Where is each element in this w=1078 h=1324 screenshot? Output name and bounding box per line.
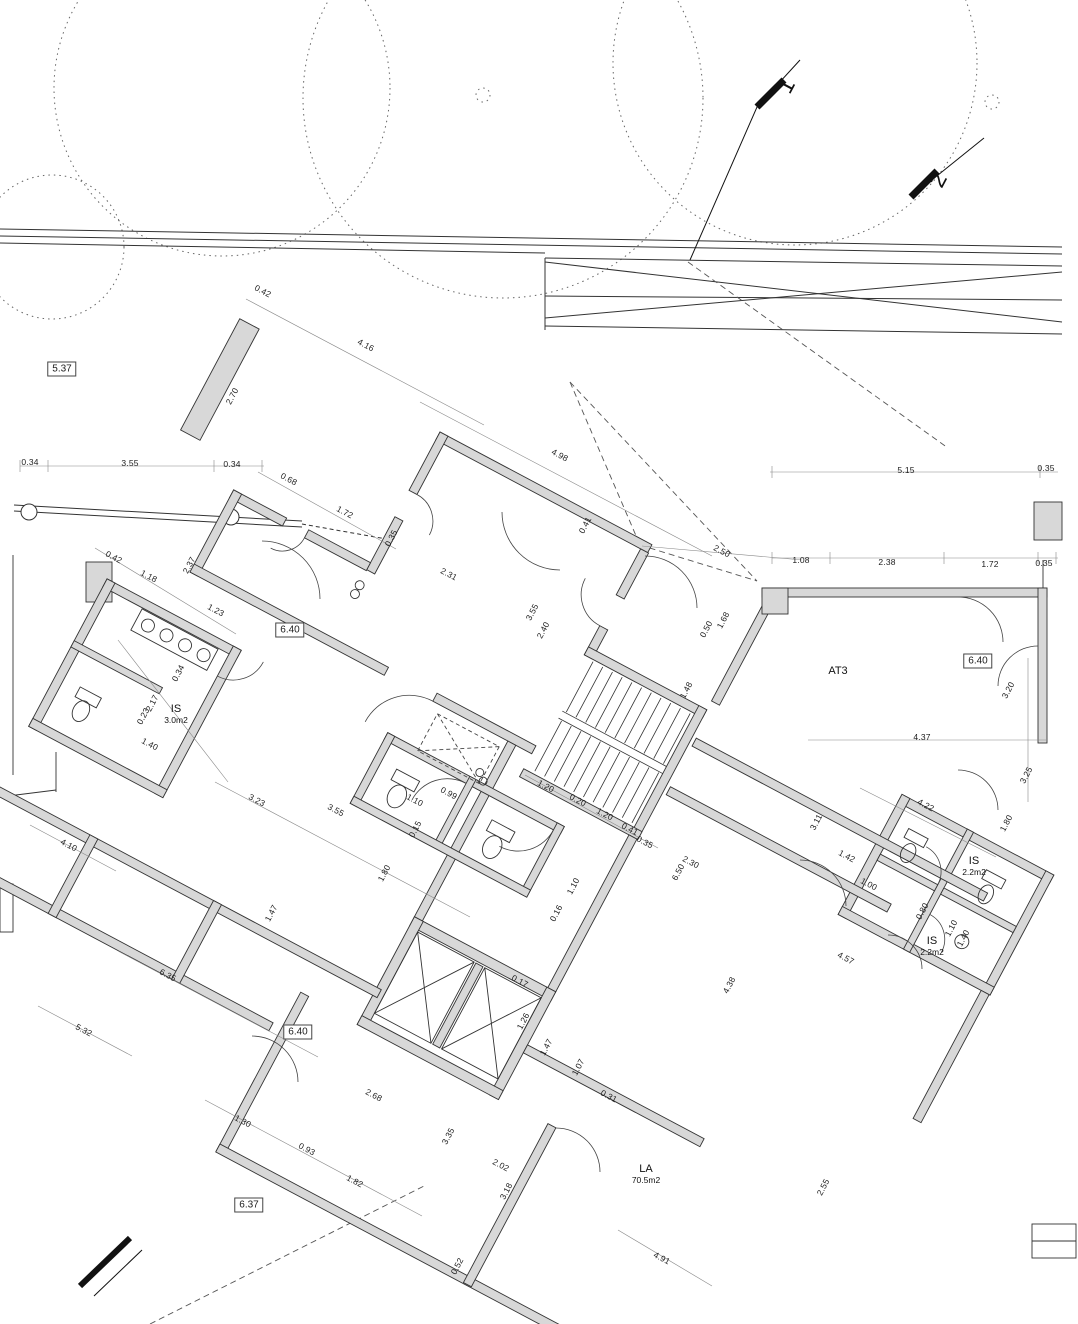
walls [0, 318, 1055, 1324]
elevator-shafts [373, 931, 542, 1080]
stair-treads [534, 661, 691, 824]
construction-dashed-lines [149, 261, 949, 1324]
at3-walls [761, 587, 1048, 744]
road-lines [0, 228, 1063, 335]
door-swings [251, 511, 1039, 1173]
entry-mark [77, 1235, 143, 1297]
site-tree-circles [0, 0, 1000, 320]
door-swings-rotated [217, 494, 946, 953]
sanitary-fixtures [71, 580, 1007, 950]
railing [13, 503, 393, 541]
section-markers [689, 59, 985, 261]
dimension-lines [19, 298, 1058, 1287]
building-rotated-group [0, 318, 1055, 1324]
